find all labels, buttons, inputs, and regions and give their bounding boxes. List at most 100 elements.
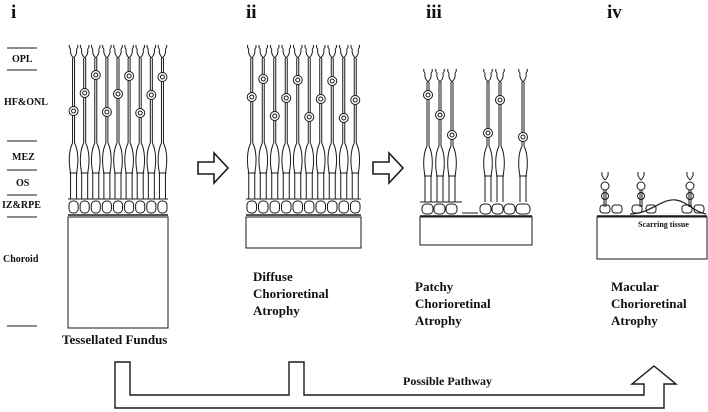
inner-segment xyxy=(269,142,280,199)
synaptic-terminal xyxy=(338,44,349,59)
transition-arrow-i-to-ii xyxy=(197,150,230,186)
nucleus-inner xyxy=(272,113,278,119)
synaptic-terminal xyxy=(258,44,269,59)
caption-diffuse-atrophy: Diffuse Chorioretinal Atrophy xyxy=(253,269,329,318)
nucleus xyxy=(146,90,157,100)
synaptic-terminal xyxy=(423,68,433,83)
nucleus xyxy=(518,132,528,142)
nucleus xyxy=(292,75,303,85)
inner-segment xyxy=(483,145,493,202)
nucleus-inner xyxy=(283,95,289,101)
rpe-cell xyxy=(599,204,611,214)
nucleus-inner xyxy=(71,108,77,114)
synaptic-terminal xyxy=(447,68,457,83)
rpe-cell xyxy=(79,200,90,214)
nucleus-inner xyxy=(520,134,526,140)
scarring-tissue-label: Scarring tissue xyxy=(638,220,689,229)
rpe-cell xyxy=(292,200,303,214)
nucleus xyxy=(686,192,694,200)
inner-segment xyxy=(113,142,123,199)
choroid-block xyxy=(419,216,533,246)
nucleus-inner xyxy=(485,130,491,136)
inner-segment xyxy=(68,142,79,199)
nucleus-inner xyxy=(437,112,443,118)
stage-numeral-iii: iii xyxy=(426,2,442,23)
synaptic-terminal xyxy=(601,171,609,181)
nucleus-inner xyxy=(341,115,347,121)
rpe-cell xyxy=(445,203,458,215)
rpe-cell xyxy=(338,200,349,214)
rpe-cell xyxy=(479,203,492,215)
nucleus-inner xyxy=(115,91,121,97)
nucleus xyxy=(135,108,146,118)
synaptic-terminal xyxy=(102,44,112,59)
rpe-cell xyxy=(433,203,446,215)
inner-segment xyxy=(435,145,445,202)
nucleus xyxy=(79,88,90,98)
nucleus xyxy=(68,106,79,116)
rpe-cell xyxy=(146,200,157,214)
nucleus xyxy=(157,72,168,82)
nucleus-inner xyxy=(249,94,255,100)
rpe-cell xyxy=(281,200,292,214)
choroid-block xyxy=(245,216,362,249)
rpe-cell xyxy=(135,200,146,214)
inner-segment xyxy=(518,145,528,202)
synaptic-terminal xyxy=(157,44,168,59)
synaptic-terminal xyxy=(518,68,528,83)
inner-segment xyxy=(124,142,134,199)
synaptic-terminal xyxy=(686,171,694,181)
synaptic-terminal xyxy=(304,44,315,59)
inner-segment xyxy=(327,142,338,199)
inner-segment xyxy=(423,145,433,202)
rpe-cell xyxy=(157,200,168,214)
rpe-cell xyxy=(491,203,504,215)
possible-pathway-arrow xyxy=(114,361,678,409)
caption-macular-atrophy: Macular Chorioretinal Atrophy xyxy=(611,279,687,328)
rpe-cell xyxy=(90,200,101,214)
nucleus xyxy=(281,93,292,103)
nucleus xyxy=(435,110,445,120)
stage-numeral-iv: iv xyxy=(607,2,622,23)
nucleus xyxy=(338,113,349,123)
synaptic-terminal xyxy=(269,44,280,59)
layer-label-iz-rpe: IZ&RPE xyxy=(2,200,41,211)
layer-label-choroid: Choroid xyxy=(3,254,39,265)
nucleus xyxy=(447,130,457,140)
inner-segment xyxy=(135,142,146,199)
synaptic-terminal xyxy=(124,44,134,59)
inner-segment xyxy=(102,142,112,199)
layer-label-opl: OPL xyxy=(12,54,33,65)
rpe-cell xyxy=(315,200,326,214)
nucleus-inner xyxy=(329,78,335,84)
nucleus xyxy=(495,95,505,105)
nucleus-inner xyxy=(137,110,143,116)
rpe-cell xyxy=(68,200,79,214)
synaptic-terminal xyxy=(113,44,123,59)
nucleus xyxy=(90,70,101,80)
possible-pathway-label: Possible Pathway xyxy=(403,374,493,388)
synaptic-terminal xyxy=(135,44,146,59)
synaptic-terminal xyxy=(315,44,326,59)
synaptic-terminal xyxy=(483,68,493,83)
rpe-cell xyxy=(421,203,434,215)
nucleus xyxy=(327,76,338,86)
scarring-tissue-mound xyxy=(629,199,707,215)
nucleus-inner xyxy=(93,72,99,78)
inner-segment xyxy=(292,142,303,199)
nucleus xyxy=(315,94,326,104)
layer-label-os: OS xyxy=(16,178,30,189)
rpe-cell xyxy=(645,204,657,214)
nucleus-inner xyxy=(148,92,154,98)
rpe-cell xyxy=(503,203,516,215)
synaptic-terminal xyxy=(350,44,361,59)
synaptic-terminal xyxy=(495,68,505,83)
synaptic-terminal xyxy=(146,44,157,59)
nucleus xyxy=(304,112,315,122)
rpe-cell xyxy=(112,200,124,214)
nucleus-inner xyxy=(295,77,301,83)
nucleus-inner xyxy=(159,74,165,80)
rpe-cell xyxy=(258,200,269,214)
inner-segment xyxy=(157,142,168,199)
